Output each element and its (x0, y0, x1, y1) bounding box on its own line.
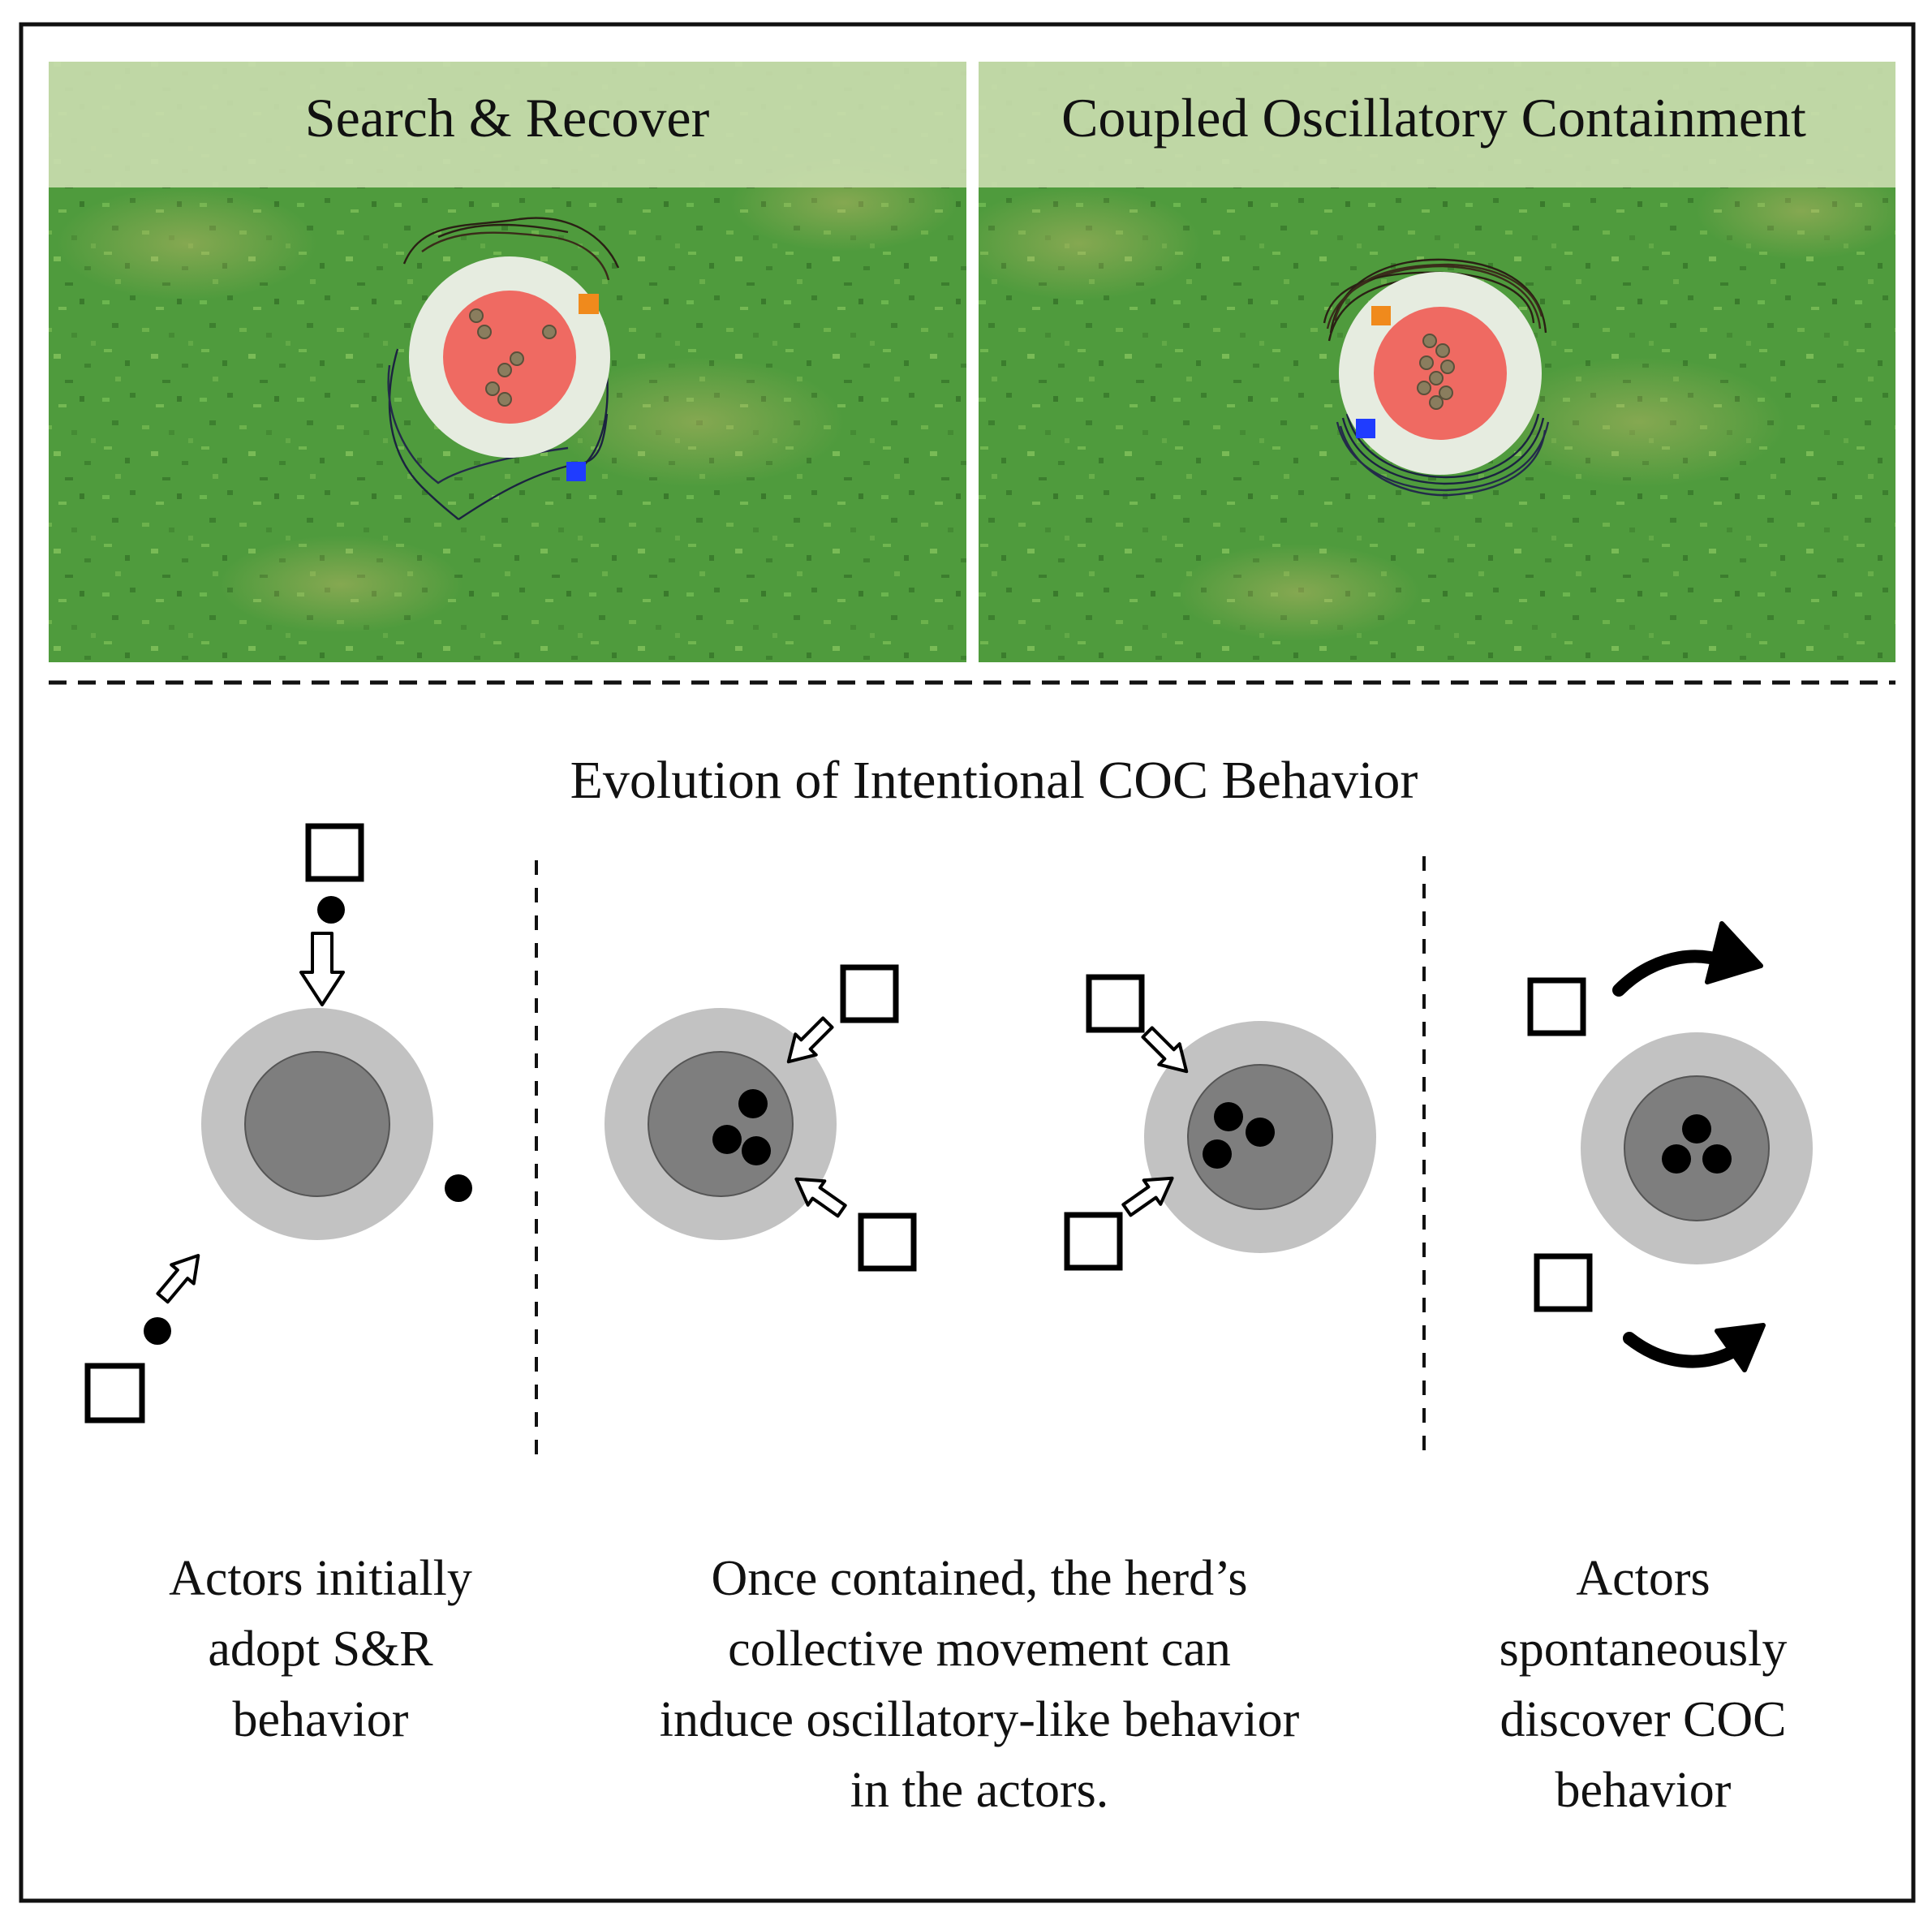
actor-square (840, 964, 899, 1023)
target-zone (443, 291, 576, 424)
herd-agent (1662, 1144, 1691, 1174)
panel-coupled-oscillatory-containment: Coupled Oscillatory Containment (979, 62, 1895, 662)
title-band (49, 62, 966, 187)
actor-square (1534, 1253, 1593, 1312)
stage2-schematic-b (1064, 974, 1376, 1271)
actor-blue (566, 462, 586, 481)
panel-title: Search & Recover (305, 87, 710, 149)
stage2-schematic-a (605, 964, 917, 1272)
caption-line: Actors (1576, 1551, 1710, 1606)
actor-square (858, 1212, 917, 1272)
caption-stage1: Actors initially adopt S&R behavior (169, 1551, 472, 1747)
stage1-schematic (84, 823, 472, 1424)
actor-orange (579, 294, 599, 314)
caption-line: spontaneously (1500, 1622, 1788, 1677)
panel-search-recover: Search & Recover (49, 62, 966, 662)
move-arrow (156, 1254, 200, 1304)
caption-line: adopt S&R (208, 1622, 433, 1677)
actor-blue (1356, 419, 1375, 438)
target-zone (244, 1051, 390, 1197)
actor-square (305, 823, 364, 882)
caption-line: in the actors. (850, 1763, 1109, 1818)
herd-agent (1214, 1102, 1243, 1131)
move-arrow (1121, 1176, 1174, 1217)
actor-square (84, 1363, 145, 1424)
section-title: Evolution of Intentional COC Behavior (570, 751, 1418, 810)
target-zone (648, 1051, 794, 1197)
actor-square (1064, 1212, 1123, 1271)
actor-square (1527, 977, 1586, 1036)
caption-line: behavior (233, 1692, 409, 1747)
rotation-arrow-bottom (1623, 1332, 1743, 1368)
move-arrow (299, 932, 345, 1006)
title-band (979, 62, 1895, 187)
herd-agent (1682, 1114, 1711, 1144)
rotation-arrow-bottom-head (1715, 1323, 1766, 1372)
move-arrow (794, 1177, 847, 1218)
rotation-arrow-top-head (1705, 921, 1763, 984)
actor-orange (1371, 306, 1391, 325)
herd-agent (1246, 1118, 1275, 1147)
herd-agent (1702, 1144, 1732, 1174)
herd-agent (738, 1089, 768, 1118)
caption-line: discover COC (1500, 1692, 1786, 1747)
caption-line: induce oscillatory-like behavior (660, 1692, 1300, 1747)
move-arrow (1141, 1026, 1189, 1074)
caption-stage3: Actors spontaneously discover COC behavi… (1500, 1551, 1788, 1818)
caption-line: Actors initially (169, 1551, 472, 1606)
stage3-schematic (1527, 921, 1813, 1372)
herd-agent (712, 1125, 742, 1154)
herd-agent (445, 1174, 472, 1202)
panel-title: Coupled Oscillatory Containment (1061, 87, 1806, 149)
actor-square (1086, 974, 1145, 1033)
actor-trajectories (1323, 258, 1550, 497)
target-zone (1624, 1075, 1770, 1221)
caption-line: collective movement can (728, 1622, 1231, 1677)
herd-agent (317, 896, 345, 924)
herd-agent (144, 1317, 171, 1345)
herd-agents (469, 308, 557, 407)
caption-line: Once contained, the herd’s (711, 1551, 1247, 1606)
herd-agents (1417, 334, 1455, 410)
herd-agent (1203, 1139, 1232, 1169)
caption-stage2: Once contained, the herd’s collective mo… (660, 1551, 1300, 1818)
caption-line: behavior (1555, 1763, 1732, 1818)
herd-agent (742, 1136, 771, 1165)
move-arrow (786, 1016, 834, 1064)
